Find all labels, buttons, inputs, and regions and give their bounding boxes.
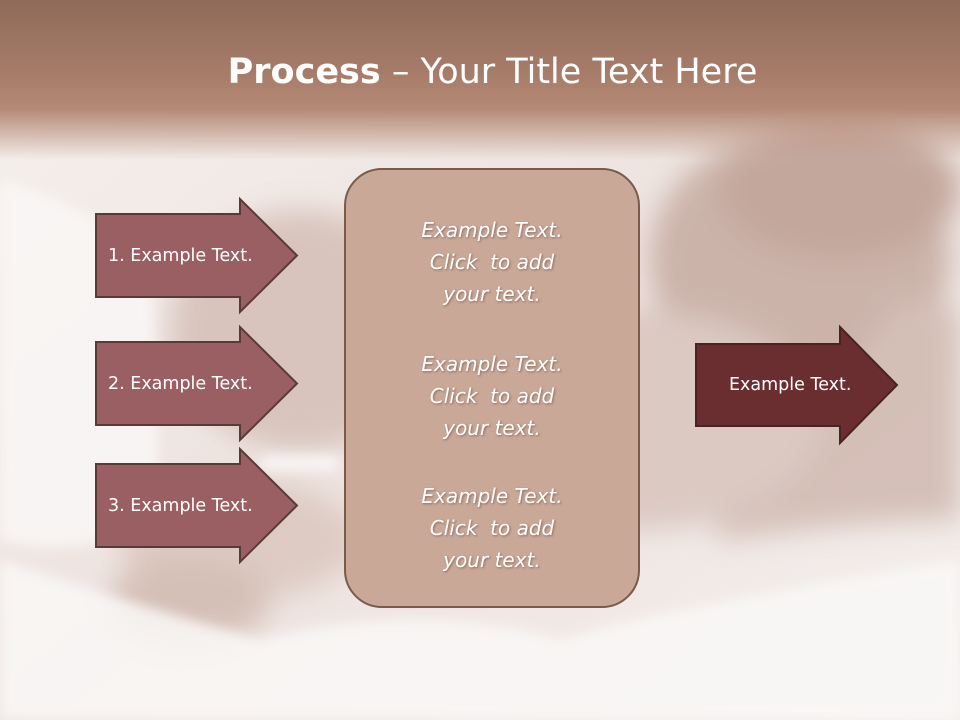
right-arrow-icon [95,324,299,443]
text-line: your text. [443,548,541,572]
text-line: Example Text. [421,218,563,242]
text-block-2[interactable]: Example Text. Click to add your text. [346,348,638,444]
text-line: Example Text. [421,484,563,508]
right-arrow-icon [95,196,299,315]
step-3-label: 3. Example Text. [108,495,253,516]
center-text-box[interactable]: Example Text. Click to add your text. Ex… [344,168,640,608]
text-line: Click to add [429,250,555,274]
process-step-arrow-2[interactable]: 2. Example Text. [95,324,300,443]
text-line: Click to add [429,384,555,408]
title-bold: Process [227,52,381,92]
text-line: your text. [443,282,541,306]
text-block-3[interactable]: Example Text. Click to add your text. [346,480,638,576]
title-rest: – Your Title Text Here [380,52,758,92]
text-line: Click to add [429,516,555,540]
header-band [0,0,960,160]
text-line: your text. [443,416,541,440]
result-label: Example Text. [729,375,852,395]
right-arrow-icon [95,446,299,565]
result-arrow[interactable]: Example Text. [695,324,900,446]
step-2-label: 2. Example Text. [108,373,253,394]
process-step-arrow-3[interactable]: 3. Example Text. [95,446,300,565]
right-arrow-icon [695,324,899,446]
text-line: Example Text. [421,352,563,376]
step-1-label: 1. Example Text. [108,245,253,266]
slide-title: Process – Your Title Text Here [0,52,960,92]
process-step-arrow-1[interactable]: 1. Example Text. [95,196,300,315]
text-block-1[interactable]: Example Text. Click to add your text. [346,214,638,310]
